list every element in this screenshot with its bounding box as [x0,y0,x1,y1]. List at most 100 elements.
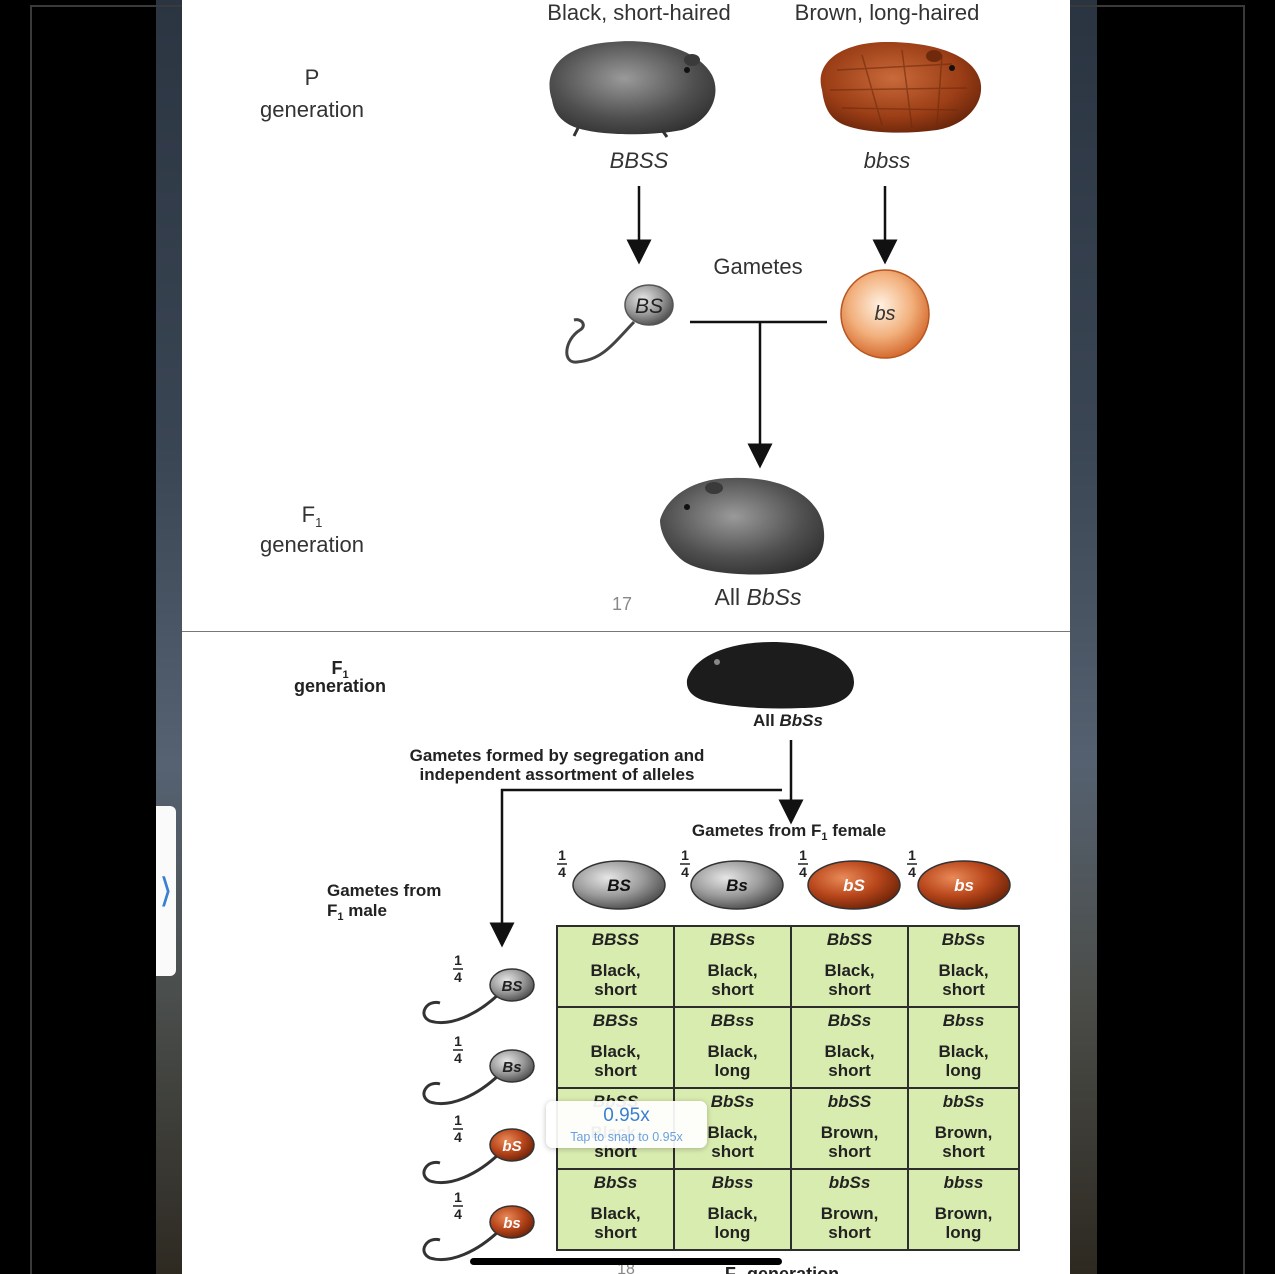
black-guinea-pig-icon [549,41,716,138]
zoom-snap-indicator[interactable]: 0.95x Tap to snap to 0.95x [546,1101,707,1148]
cell-genotype: BBSs [593,1011,638,1030]
cell-genotype: Bbss [943,1011,985,1030]
fraction-denominator: 4 [454,1050,462,1066]
cell-genotype: bbSs [943,1092,985,1111]
page-number-17: 17 [612,594,632,614]
cell-genotype: BbSs [942,930,985,949]
gamete-brown-label: bs [874,303,895,325]
fraction-denominator: 4 [454,1206,462,1222]
document-viewer[interactable]: Black, short-haired Brown, long-haired P… [182,0,1070,1274]
chevron-right-icon: ⟩ [159,871,173,911]
fraction-numerator: 1 [681,847,689,863]
cell-phenotype-hair: long [946,1061,982,1080]
gametes-formed-line1: Gametes formed by segregation and [410,746,705,765]
cell-phenotype-color: Black, [590,1204,640,1223]
cell-genotype: BbSS [827,930,873,949]
female-gamete-label: bs [954,876,974,895]
punnett-square: BBSSBlack,shortBBSsBlack,shortBbSSBlack,… [556,925,1020,1251]
cell-phenotype-hair: short [711,980,754,999]
cell-phenotype-color: Brown, [935,1204,993,1223]
fraction-numerator: 1 [454,1112,462,1128]
fraction-numerator: 1 [454,1033,462,1049]
cell-phenotype-color: Black, [590,1042,640,1061]
cell-phenotype-color: Black, [707,1123,757,1142]
cell-genotype: bbss [944,1173,984,1192]
male-gamete-3: bs [422,1205,535,1262]
cell-genotype: BbSs [828,1011,871,1030]
cell-phenotype-hair: short [828,980,871,999]
fraction-denominator: 4 [454,1129,462,1145]
sperm-tail-icon [422,991,502,1025]
document-pages: Black, short-haired Brown, long-haired P… [260,0,1020,1274]
gray-gamete-icon [690,860,784,910]
cell-phenotype-color: Brown, [821,1123,879,1142]
gametes-formed-line2: independent assortment of alleles [420,765,695,784]
genotype-black: BBSS [610,148,669,173]
sperm-head-icon [489,968,535,1002]
female-gamete-label: BS [607,876,631,895]
fraction-numerator: 1 [799,847,807,863]
female-gamete-fraction: 14 [680,847,690,880]
cell-genotype: BBSs [710,930,755,949]
sperm-tail-icon [422,1151,502,1185]
sidebar-toggle-tab[interactable]: ⟩ [156,806,176,976]
dark-margin-right [1097,0,1275,1274]
f1-black-guinea-pig-icon [686,642,854,709]
cell-genotype: BBSS [592,930,640,949]
gametes-label: Gametes [713,254,802,279]
cell-phenotype-color: Black, [707,1204,757,1223]
cell-phenotype-color: Black, [938,1042,988,1061]
brown-guinea-pig-icon [820,42,982,133]
cell-phenotype-hair: short [594,980,637,999]
male-gamete-fraction: 14 [453,1033,463,1066]
fraction-numerator: 1 [454,1189,462,1205]
male-gamete-label: Bs [502,1059,521,1076]
cell-phenotype-color: Black, [824,1042,874,1061]
cell-phenotype-hair: short [711,1142,754,1161]
male-gamete-label: bs [503,1215,521,1232]
male-gamete-label: bS [502,1138,521,1155]
female-gamete-label: Bs [726,876,748,895]
p-generation-letter: P [305,65,320,90]
fraction-denominator: 4 [558,864,566,880]
female-gamete-3: bs [917,860,1011,910]
female-gametes-label: Gametes from F1 female [692,821,886,843]
male-gametes-line2: F1 male [327,901,387,923]
male-gametes-line1: Gametes from [327,881,441,900]
female-gamete-fraction: 14 [798,847,808,880]
male-gamete-1: Bs [422,1049,535,1106]
female-gamete-1: Bs [690,860,784,910]
p-generation-word: generation [260,97,364,122]
page-divider [182,631,1070,632]
fraction-numerator: 1 [908,847,916,863]
home-indicator[interactable] [470,1258,782,1265]
cell-phenotype-hair: long [715,1061,751,1080]
sperm-head-icon [489,1205,535,1239]
f1-generation-letter-p1: F1 [302,502,323,530]
male-gamete-fraction: 14 [453,1112,463,1145]
cell-phenotype-color: Brown, [935,1123,993,1142]
cell-phenotype-color: Black, [590,961,640,980]
zoom-hint: Tap to snap to 0.95x [570,1130,683,1144]
fraction-denominator: 4 [681,864,689,880]
cell-phenotype-color: Black, [707,1042,757,1061]
brown-gamete-icon [807,860,901,910]
cell-phenotype-color: Black, [938,961,988,980]
female-gamete-fraction: 14 [557,847,567,880]
male-gamete-label: BS [502,978,523,995]
sperm-head-icon [489,1049,535,1083]
gray-gamete-icon [572,860,666,910]
cell-phenotype-hair: long [715,1223,751,1242]
zoom-value: 0.95x [603,1105,650,1126]
sperm-tail-icon [422,1072,502,1106]
fraction-denominator: 4 [908,864,916,880]
parent-brown-label: Brown, long-haired [795,0,980,25]
cell-phenotype-hair: short [828,1061,871,1080]
f1-generation-word-p1: generation [260,532,364,557]
arrow-to-male-gametes [489,788,782,948]
cell-genotype: BBss [711,1011,754,1030]
